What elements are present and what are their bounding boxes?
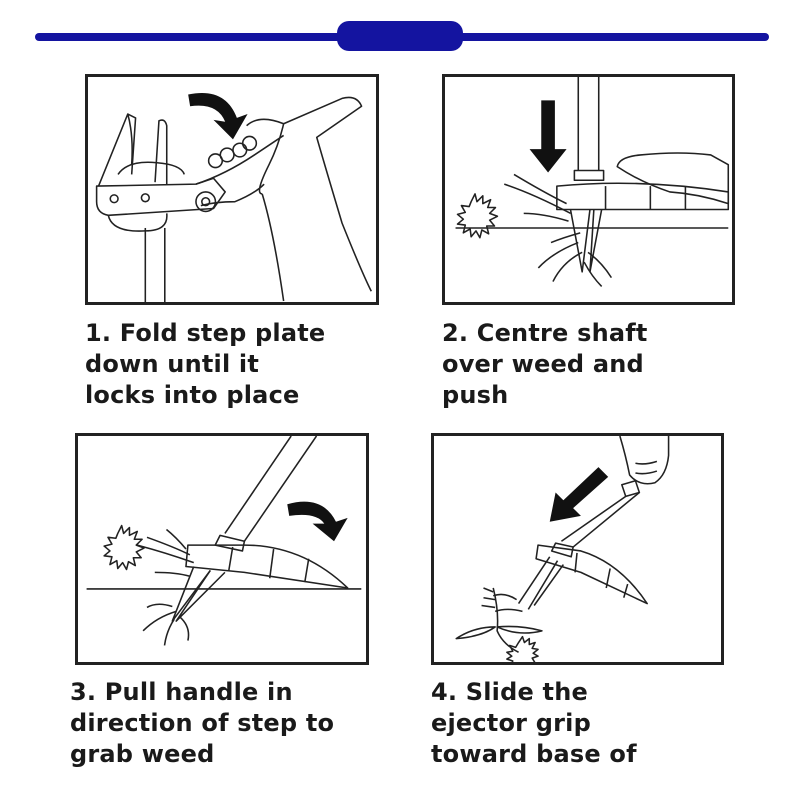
step-2-line-1: 2. Centre shaft	[442, 319, 648, 347]
curved-arrow-down-icon	[188, 92, 248, 140]
step-2-illustration	[442, 74, 735, 305]
ejecting-weed-image	[455, 436, 670, 662]
step-3-illustration	[75, 433, 369, 665]
step-3-line-1: 3. Pull handle in	[70, 678, 293, 706]
arrow-down-left-icon	[549, 467, 609, 522]
step-4-caption: 4. Slide the ejector grip toward base of	[431, 677, 637, 770]
step-4-line-2: ejector grip	[431, 709, 591, 737]
step-2-caption: 2. Centre shaft over weed and push	[442, 318, 648, 411]
step-3-line-2: direction of step to	[70, 709, 335, 737]
step-3-line-3: grab weed	[70, 740, 215, 768]
step-1-caption: 1. Fold step plate down until it locks i…	[85, 318, 325, 411]
step-1-line-1: 1. Fold step plate	[85, 319, 326, 347]
arrow-down-icon	[529, 100, 567, 173]
hand-folding-step-plate-image	[95, 92, 372, 302]
step-2-line-2: over weed and	[442, 350, 644, 378]
foot-pushing-shaft-image	[455, 77, 730, 287]
step-1-illustration	[85, 74, 379, 305]
step-4-line-1: 4. Slide the	[431, 678, 588, 706]
step-1-line-3: locks into place	[85, 381, 300, 409]
curved-arrow-down-icon	[287, 501, 348, 542]
step-4-illustration	[431, 433, 724, 665]
step-3-caption: 3. Pull handle in direction of step to g…	[70, 677, 334, 770]
header-pill	[337, 21, 463, 51]
step-2-line-3: push	[442, 381, 509, 409]
step-1-line-2: down until it	[85, 350, 260, 378]
tilting-tool-image	[86, 436, 362, 646]
step-4-line-3: toward base of	[431, 740, 637, 768]
